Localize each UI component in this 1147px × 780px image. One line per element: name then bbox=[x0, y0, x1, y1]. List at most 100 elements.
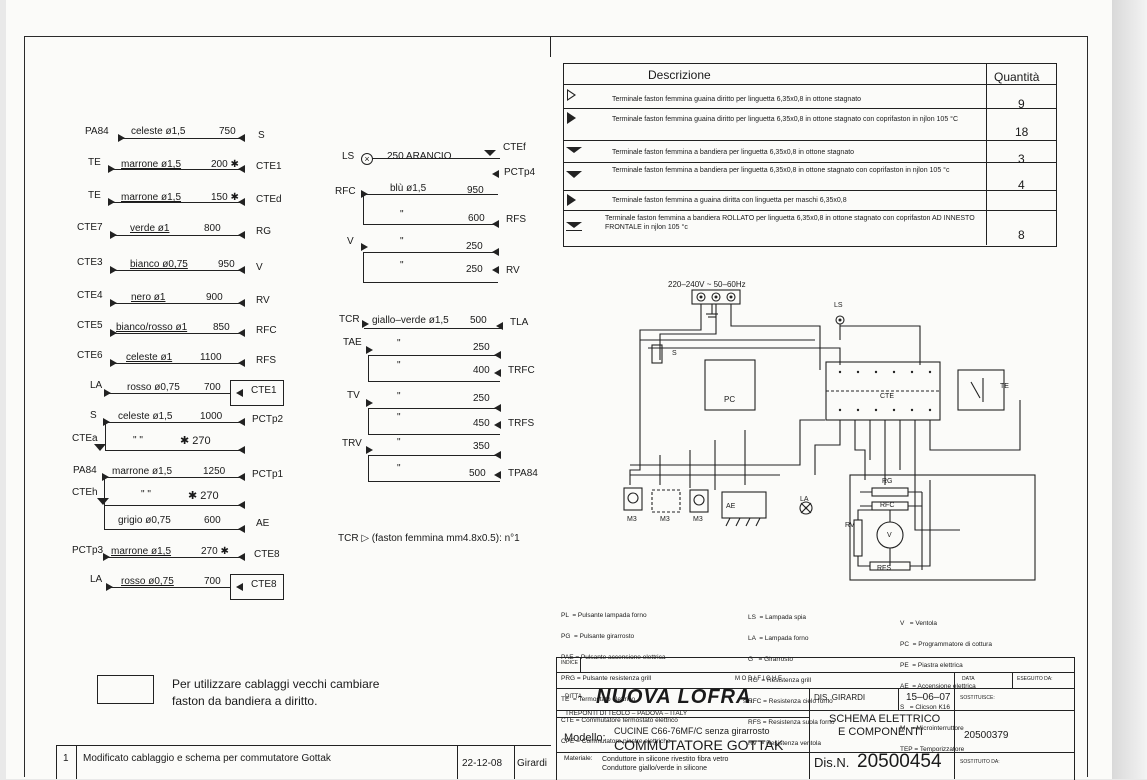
wire-to: RFC bbox=[256, 325, 277, 336]
legend-item: LS = Lampada spia bbox=[748, 614, 806, 621]
indice-label: INDICE bbox=[561, 660, 578, 666]
eseguito-header: ESEGUITO DA: bbox=[1017, 676, 1053, 682]
pc-label: PC bbox=[724, 395, 736, 404]
wire-to: CTEf bbox=[503, 142, 526, 153]
wire-from: S bbox=[90, 410, 97, 421]
te-label: TE bbox=[1000, 383, 1009, 390]
legend-item: V = Ventola bbox=[900, 620, 938, 627]
wire-to: CTE8 bbox=[254, 549, 280, 560]
materiale-label: Materiale: bbox=[564, 755, 593, 762]
wire-length: 800 bbox=[204, 223, 221, 234]
revision-author: Girardi bbox=[517, 758, 548, 769]
rv-label: RV bbox=[845, 522, 855, 529]
wire-to: PCTp1 bbox=[252, 469, 284, 480]
wire-length: 600 bbox=[468, 213, 485, 224]
replaces-number: 20500379 bbox=[964, 730, 1009, 741]
wire-length: 270 ✱ bbox=[201, 546, 229, 557]
materiale-line-1: Conduttore in silicone rivestito fibra v… bbox=[602, 756, 729, 763]
legend-item: TE = Termostato elettrico bbox=[561, 696, 636, 703]
wire-length: 700 bbox=[204, 576, 221, 587]
wire-from: CTE3 bbox=[77, 257, 103, 268]
wire-from: RFC bbox=[335, 186, 356, 197]
wire-to: CTEd bbox=[256, 194, 282, 205]
wire-to: RFS bbox=[506, 214, 526, 225]
wire-from: PA84 bbox=[85, 126, 109, 137]
legend-item: G = Girarrosto bbox=[748, 656, 793, 663]
sostituito-label: SOSTITUITO DA: bbox=[960, 759, 1000, 765]
wire-from: CTEh bbox=[72, 487, 98, 498]
wire-spec: grigio ø0,75 bbox=[118, 515, 171, 526]
wire-spec: blù ø1,5 bbox=[390, 183, 427, 194]
wire-length: 950 bbox=[218, 259, 235, 270]
ditto-mark: " bbox=[400, 236, 404, 247]
wire-to: TLA bbox=[510, 317, 529, 328]
table-row-qty: 3 bbox=[1018, 152, 1025, 166]
connector-box bbox=[230, 574, 284, 600]
table-row-desc: Terminale faston femmina guaina diritto … bbox=[612, 116, 959, 123]
company-suffix: s.r.l. bbox=[743, 699, 755, 705]
legend-item: TEP = Temporizzatore bbox=[900, 746, 965, 753]
wire-to: S bbox=[258, 130, 265, 141]
m3-label: M3 bbox=[693, 516, 703, 523]
rfc-label: RFC bbox=[880, 502, 895, 509]
wire-from: TAE bbox=[343, 337, 362, 348]
legend-item: PC = Programmatore di cottura bbox=[900, 641, 992, 648]
wire-from: CTEa bbox=[72, 433, 98, 444]
wire-length: 250 bbox=[473, 393, 490, 404]
legend-item: RG = Resistenza grill bbox=[748, 677, 812, 684]
revision-date: 22-12-08 bbox=[462, 758, 503, 769]
wire-spec: giallo–verde ø1,5 bbox=[372, 315, 449, 326]
wire-to: CTE1 bbox=[256, 161, 282, 172]
faston-straight-covered-icon bbox=[567, 112, 576, 124]
rg-label: RG bbox=[882, 478, 893, 485]
wire-to: PCTp2 bbox=[252, 414, 284, 425]
wire-spec: rosso ø0,75 bbox=[121, 576, 174, 587]
wire-spec: marrone ø1,5 bbox=[121, 159, 182, 170]
wire-spec: rosso ø0,75 bbox=[127, 382, 180, 393]
wire-spec: bianco/rosso ø1 bbox=[116, 322, 188, 333]
table-row-desc: Terminale faston femmina a bandiera per … bbox=[612, 149, 855, 156]
sostituisce-label: SOSTITUISCE: bbox=[960, 695, 995, 701]
wire-length: 900 bbox=[206, 292, 223, 303]
wire-to: PCTp4 bbox=[504, 167, 536, 178]
wire-length: ✱ 270 bbox=[188, 490, 219, 502]
table-row-desc: Terminale faston femmina a bandiera ROLL… bbox=[605, 215, 975, 231]
note-line-2: faston da bandiera a diritto. bbox=[172, 694, 318, 708]
wire-from: LS bbox=[342, 151, 355, 162]
wire-to: RV bbox=[506, 265, 520, 276]
ditto-mark: " " bbox=[141, 489, 151, 500]
note-line-1: Per utilizzare cablaggi vecchi cambiare bbox=[172, 677, 380, 691]
wire-spec: celeste ø1,5 bbox=[118, 411, 173, 422]
supply-label: 220–240V ~ 50–60Hz bbox=[668, 280, 746, 289]
ae-label: AE bbox=[726, 503, 736, 510]
legend-item: RV = Resistenza ventola bbox=[748, 740, 822, 747]
table-row-qty: 4 bbox=[1018, 178, 1025, 192]
wire-to: RFS bbox=[256, 355, 276, 366]
data-header: DATA bbox=[962, 676, 975, 682]
ditto-mark: " " bbox=[133, 435, 143, 446]
wire-length: 500 bbox=[469, 468, 486, 479]
wire-length: 500 bbox=[470, 315, 487, 326]
legend-item: PE = Piastra elettrica bbox=[900, 662, 963, 669]
drawing-sheet bbox=[6, 0, 1112, 779]
connector-box bbox=[230, 380, 284, 406]
wire-to: RV bbox=[256, 295, 270, 306]
wire-to: CTE8 bbox=[251, 579, 277, 590]
modifiche-label: M O D I F I C H E bbox=[735, 676, 783, 682]
faston-rolled-icon bbox=[566, 222, 582, 228]
ditto-mark: " bbox=[397, 391, 401, 402]
wire-to: TRFC bbox=[508, 365, 535, 376]
faston-flag-covered-icon bbox=[566, 171, 582, 178]
wire-length: ✱ 270 bbox=[180, 435, 211, 447]
wire-spec: bianco ø0,75 bbox=[130, 259, 188, 270]
table-row-qty: 9 bbox=[1018, 97, 1025, 111]
legend-item: S = Clicson K16 bbox=[900, 704, 951, 711]
table-row-desc: Terminale faston femmina guaina diritto … bbox=[612, 96, 862, 103]
drawing-title-1: SCHEMA ELETTRICO bbox=[829, 713, 941, 725]
ditto-mark: " bbox=[397, 360, 401, 371]
v-label: V bbox=[887, 532, 892, 539]
wire-to: AE bbox=[256, 518, 270, 529]
revision-number: 1 bbox=[63, 753, 69, 764]
wire-spec: celeste ø1 bbox=[126, 352, 173, 363]
legend-item: CTE = Commutatore termostato elettrico bbox=[561, 717, 678, 724]
